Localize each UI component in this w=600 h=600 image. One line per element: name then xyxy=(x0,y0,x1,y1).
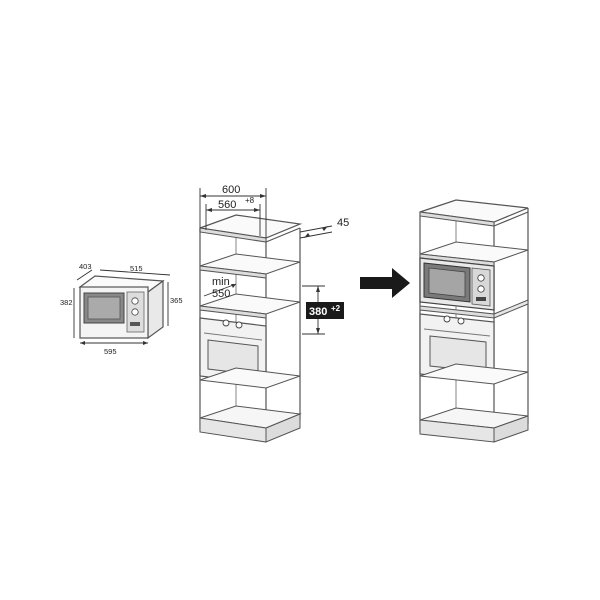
niche-height-tolerance: +2 xyxy=(331,304,341,313)
niche-height-label: 380 xyxy=(309,306,327,318)
min-label: min xyxy=(212,276,230,288)
microwave-illustration xyxy=(78,275,165,340)
cabinet-installed xyxy=(419,199,529,443)
microwave-depth-label: 403 xyxy=(79,262,92,271)
min-depth-label: 550 xyxy=(212,288,230,300)
right-arrow-icon xyxy=(360,268,410,298)
microwave-width-top-label: 515 xyxy=(130,264,143,273)
microwave-height-right-label: 365 xyxy=(170,296,183,305)
niche-height-badge: 380 +2 xyxy=(306,302,344,319)
inner-width-tolerance: +8 xyxy=(245,196,255,205)
microwave-height-left-label: 382 xyxy=(60,298,73,307)
microwave-width-bottom-label: 595 xyxy=(104,347,117,356)
inner-width-label: 560 xyxy=(218,199,236,211)
microwave-dimensions: 403 515 382 365 595 xyxy=(60,262,183,356)
cabinet-dimensions: 600 560 +8 45 min 550 380 +2 xyxy=(199,184,349,335)
cabinet-empty xyxy=(199,214,303,443)
installed-microwave xyxy=(419,257,495,311)
outer-width-label: 600 xyxy=(222,184,240,196)
back-gap-label: 45 xyxy=(337,217,349,229)
